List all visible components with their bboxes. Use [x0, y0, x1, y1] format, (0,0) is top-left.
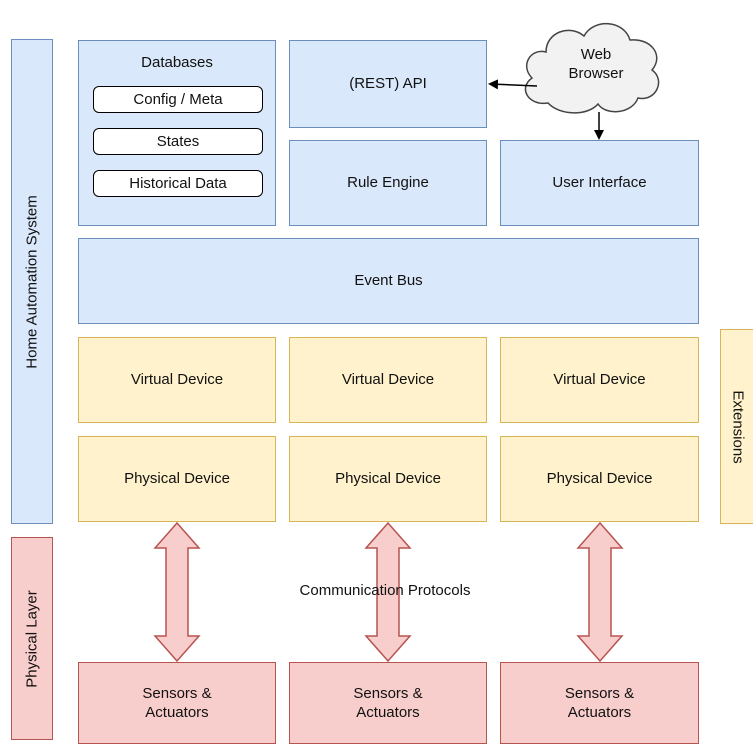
rest-api-box: (REST) API — [289, 40, 487, 128]
home-automation-system-text: Home Automation System — [23, 194, 41, 369]
extensions-text: Extensions — [729, 389, 746, 464]
sensors-actuators-3: Sensors & Actuators — [500, 662, 699, 744]
virtual-device-2: Virtual Device — [289, 337, 487, 423]
db-historical-data: Historical Data — [93, 170, 263, 197]
user-interface-box: User Interface — [500, 140, 699, 226]
db-states: States — [93, 128, 263, 155]
virtual-device-1: Virtual Device — [78, 337, 276, 423]
protocol-arrow-3 — [576, 521, 624, 663]
databases-title: Databases — [141, 54, 213, 71]
physical-device-2: Physical Device — [289, 436, 487, 522]
physical-device-1: Physical Device — [78, 436, 276, 522]
physical-layer-text: Physical Layer — [23, 589, 41, 688]
event-bus-box: Event Bus — [78, 238, 699, 324]
databases-panel: Databases Config / Meta States Historica… — [78, 40, 276, 226]
db-config-meta: Config / Meta — [93, 86, 263, 113]
sensors-actuators-2: Sensors & Actuators — [289, 662, 487, 744]
communication-protocols-label: Communication Protocols — [299, 582, 471, 599]
physical-device-3: Physical Device — [500, 436, 699, 522]
web-browser-label: Web Browser — [568, 45, 624, 83]
home-automation-system-label: Home Automation System — [11, 39, 53, 524]
protocol-arrow-1 — [153, 521, 201, 663]
physical-layer-label: Physical Layer — [11, 537, 53, 740]
browser-to-api-arrow — [488, 79, 538, 90]
virtual-device-3: Virtual Device — [500, 337, 699, 423]
rule-engine-box: Rule Engine — [289, 140, 487, 226]
sensors-actuators-1: Sensors & Actuators — [78, 662, 276, 744]
extensions-label: Extensions — [720, 329, 753, 524]
